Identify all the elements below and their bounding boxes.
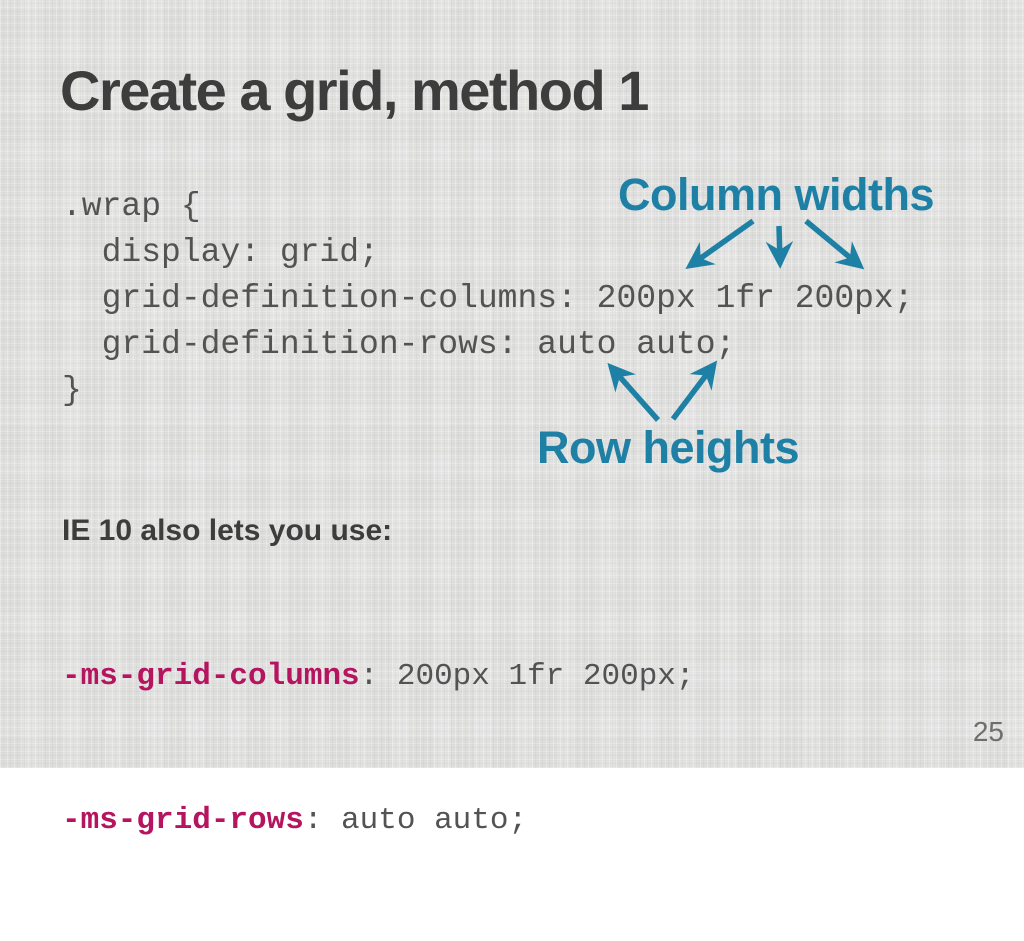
ms-grid-rows-property: -ms-grid-rows xyxy=(62,803,304,838)
page-number: 25 xyxy=(972,716,1004,747)
code-line-grid-definition-columns: grid-definition-columns: 200px 1fr 200px… xyxy=(62,280,914,317)
code-line-wrap-open: .wrap { xyxy=(62,188,201,225)
code-line-display-grid: display: grid; xyxy=(62,234,379,271)
css-code-block: .wrap { display: grid; grid-definition-c… xyxy=(62,184,914,414)
slide-title: Create a grid, method 1 xyxy=(60,59,649,122)
code-line-wrap-close: } xyxy=(62,372,82,409)
ms-prefixed-rules: -ms-grid-columns: 200px 1fr 200px; -ms-g… xyxy=(62,557,695,941)
presentation-slide: Create a grid, method 1 .wrap { display:… xyxy=(0,0,1024,838)
ms-grid-rows-value: : auto auto; xyxy=(303,803,528,838)
code-line-grid-definition-rows: grid-definition-rows: auto auto; xyxy=(62,326,736,363)
ms-grid-columns-property: -ms-grid-columns xyxy=(62,659,360,694)
column-widths-label: Column widths xyxy=(618,169,934,220)
ms-grid-rows-rule: -ms-grid-rows: auto auto; xyxy=(62,797,695,845)
row-heights-label: Row heights xyxy=(537,422,800,473)
ms-grid-columns-rule: -ms-grid-columns: 200px 1fr 200px; xyxy=(62,653,695,701)
ms-grid-columns-value: : 200px 1fr 200px; xyxy=(359,659,695,694)
ie10-note-heading: IE 10 also lets you use: xyxy=(62,514,393,547)
